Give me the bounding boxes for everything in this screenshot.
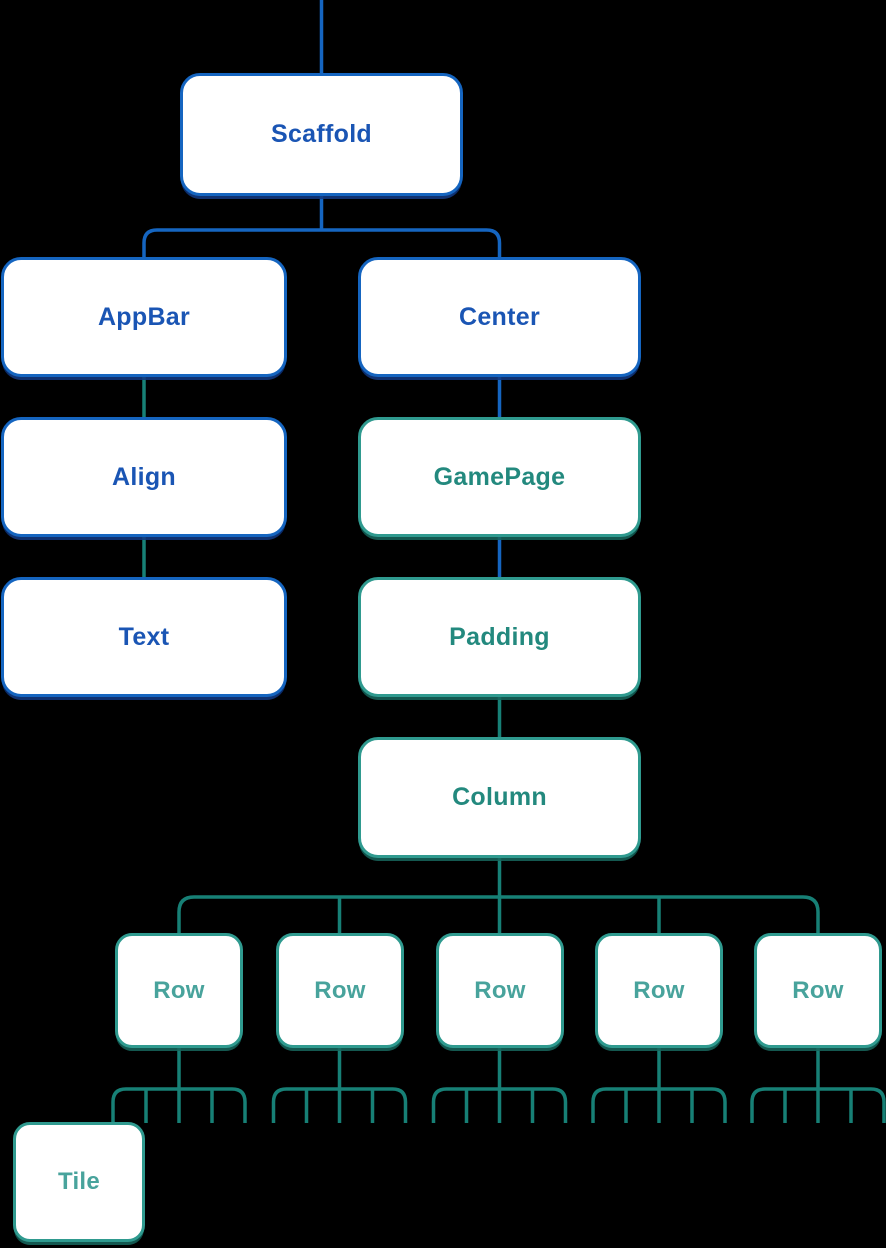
- node-text: Text: [1, 577, 287, 697]
- node-padding: Padding: [358, 577, 641, 697]
- node-row-1: Row: [115, 933, 243, 1048]
- edge-scaffold-fan-appbar-center: [142, 228, 502, 257]
- edge-row1-comb: [111, 1048, 247, 1123]
- node-scaffold-label: Scaffold: [270, 120, 373, 148]
- node-tile: Tile: [13, 1122, 145, 1242]
- edge-column-fan-rows: [177, 895, 820, 933]
- edge-row3-comb: [431, 1048, 568, 1123]
- node-align: Align: [1, 417, 287, 537]
- node-padding-label: Padding: [449, 622, 550, 651]
- node-row-1-label: Row: [153, 976, 205, 1004]
- node-column: Column: [358, 737, 641, 858]
- edge-row4-comb: [591, 1048, 727, 1123]
- node-column-label: Column: [452, 783, 547, 811]
- node-gamepage: GamePage: [358, 417, 641, 537]
- node-row-2-label: Row: [314, 976, 366, 1004]
- node-gamepage-label: GamePage: [433, 462, 566, 491]
- node-center-label: Center: [459, 302, 540, 331]
- node-row-4-label: Row: [633, 976, 685, 1004]
- edge-row5-comb: [750, 1048, 886, 1123]
- node-appbar: AppBar: [1, 257, 287, 377]
- node-row-5-label: Row: [792, 976, 844, 1004]
- node-row-5: Row: [754, 933, 882, 1048]
- node-row-4: Row: [595, 933, 723, 1048]
- node-align-label: Align: [112, 462, 176, 491]
- node-text-label: Text: [118, 622, 170, 651]
- node-tile-label: Tile: [57, 1168, 101, 1195]
- node-appbar-label: AppBar: [97, 302, 191, 331]
- node-scaffold: Scaffold: [180, 73, 463, 196]
- node-row-3-label: Row: [474, 976, 526, 1004]
- node-row-3: Row: [436, 933, 564, 1048]
- edge-row2-comb: [271, 1048, 408, 1123]
- node-center: Center: [358, 257, 641, 377]
- node-row-2: Row: [276, 933, 404, 1048]
